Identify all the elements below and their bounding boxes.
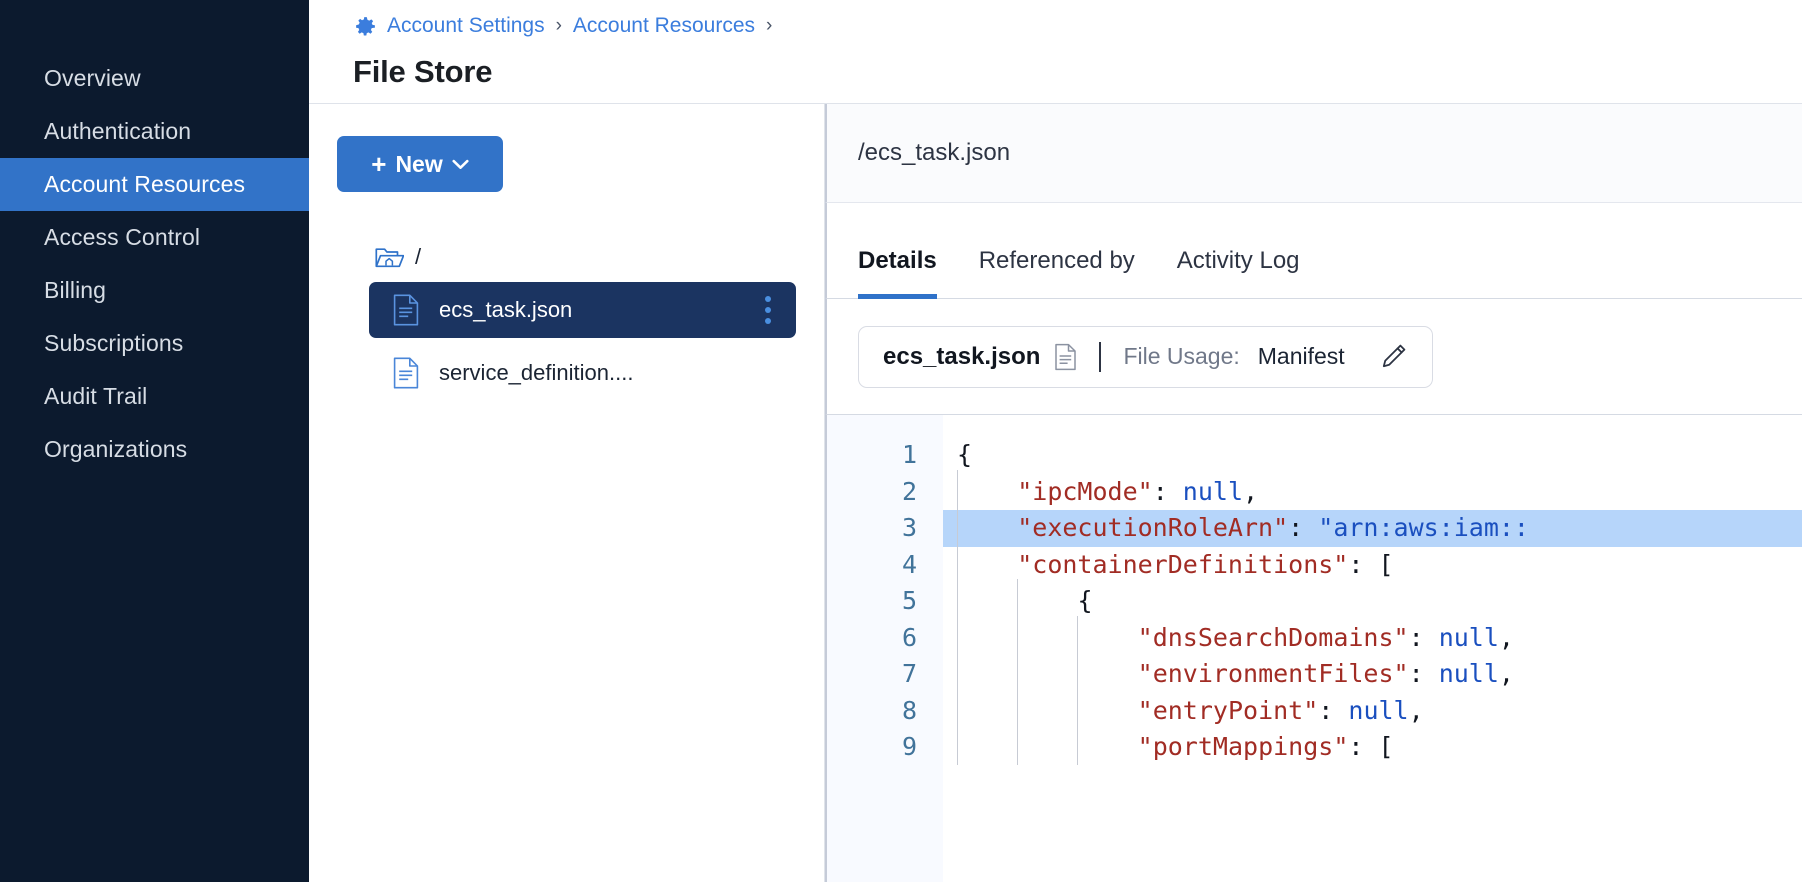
code-line: {	[957, 440, 973, 469]
sidebar-item-authentication[interactable]: Authentication	[0, 105, 309, 158]
sidebar-item-label: Access Control	[44, 224, 201, 250]
code-line: {	[943, 579, 1802, 620]
sidebar-item-audit-trail[interactable]: Audit Trail	[0, 370, 309, 423]
line-number: 9	[901, 732, 917, 761]
new-button[interactable]: + New	[337, 136, 503, 192]
code-line: "entryPoint": null,	[943, 688, 1802, 730]
sidebar-item-label: Account Resources	[44, 171, 246, 197]
pencil-icon[interactable]	[1359, 342, 1408, 371]
file-usage-section: ecs_task.json File Usage: Manifest	[825, 299, 1802, 414]
chevron-down-icon	[452, 159, 469, 170]
detail-path-text: /ecs_task.json	[858, 139, 1011, 166]
tree-file-list: ecs_task.json service_definition....	[337, 282, 824, 401]
sidebar-item-organizations[interactable]: Organizations	[0, 423, 309, 476]
breadcrumb-separator-trailing: ›	[766, 15, 773, 36]
detail-path-bar: /ecs_task.json	[825, 104, 1802, 203]
file-json-icon	[393, 294, 419, 326]
tree-root-folder[interactable]: /	[337, 239, 824, 275]
sidebar-item-billing[interactable]: Billing	[0, 264, 309, 317]
breadcrumb-link-account-resources[interactable]: Account Resources	[572, 14, 756, 37]
file-tree-panel: + New	[309, 104, 825, 882]
code-line: "portMappings": [	[943, 725, 1802, 766]
line-number: 7	[901, 659, 917, 688]
detail-tabs: Details Referenced by Activity Log	[825, 203, 1802, 299]
breadcrumb-link-account-settings[interactable]: Account Settings	[387, 14, 545, 37]
file-json-icon	[393, 357, 419, 389]
main-area: Account Settings › Account Resources › F…	[309, 0, 1802, 882]
tree-file-label: service_definition....	[439, 360, 634, 385]
line-number: 5	[901, 586, 917, 615]
kebab-menu-icon[interactable]	[758, 291, 778, 329]
line-number: 6	[901, 622, 917, 652]
usage-divider	[1099, 341, 1102, 372]
line-number: 8	[901, 695, 917, 725]
sidebar-item-label: Subscriptions	[44, 330, 184, 356]
page-title: File Store	[353, 54, 493, 89]
line-number: 1	[901, 440, 917, 469]
code-line: "dnsSearchDomains": null,	[943, 615, 1802, 657]
code-line: "environmentFiles": null,	[943, 652, 1802, 693]
file-tree: / ecs_task.json service_definition....	[337, 239, 824, 401]
usage-value: Manifest	[1257, 343, 1345, 369]
breadcrumb: Account Settings › Account Resources ›	[353, 6, 1802, 46]
line-number: 3	[901, 513, 917, 542]
tree-root-label: /	[415, 244, 422, 269]
usage-filename: ecs_task.json	[883, 342, 1041, 370]
document-icon	[1054, 343, 1077, 371]
detail-panel: /ecs_task.json Details Referenced by Activ…	[825, 104, 1802, 882]
tree-file-row[interactable]: ecs_task.json	[369, 282, 796, 338]
sidebar-item-access-control[interactable]: Access Control	[0, 211, 309, 264]
usage-label: File Usage:	[1123, 343, 1240, 369]
gear-icon	[353, 14, 378, 39]
line-number: 4	[901, 549, 917, 579]
breadcrumb-separator: ›	[555, 15, 562, 36]
sidebar-item-overview[interactable]: Overview	[0, 52, 309, 105]
tab-referenced-by[interactable]: Referenced by	[978, 247, 1135, 274]
plus-icon: +	[371, 149, 387, 179]
folder-home-icon	[374, 244, 404, 270]
sidebar-item-label: Audit Trail	[44, 383, 148, 409]
code-editor[interactable]: 1 2 3 4 5 6 7 8 9 { "ipcMode": null, "executionR…	[825, 414, 1802, 882]
tab-activity-log[interactable]: Activity Log	[1176, 247, 1300, 274]
code-line: "containerDefinitions": [	[943, 542, 1802, 584]
tab-details[interactable]: Details	[858, 247, 937, 299]
line-number: 2	[901, 476, 917, 506]
content-split: + New	[309, 104, 1802, 882]
page-header: Account Settings › Account Resources › F…	[309, 0, 1802, 104]
tree-file-label: ecs_task.json	[439, 297, 573, 322]
tree-file-row[interactable]: service_definition....	[369, 345, 796, 401]
file-usage-card: ecs_task.json File Usage: Manifest	[858, 325, 1433, 388]
sidebar-item-label: Billing	[44, 277, 107, 303]
editor-line-numbers: 1 2 3 4 5 6 7 8 9	[827, 415, 943, 882]
sidebar-item-label: Authentication	[44, 118, 192, 144]
sidebar-item-account-resources[interactable]: Account Resources	[0, 158, 309, 211]
code-line: "ipcMode": null,	[943, 469, 1802, 511]
sidebar-item-subscriptions[interactable]: Subscriptions	[0, 317, 309, 370]
code-line: "executionRoleArn": "arn:aws:iam::	[943, 506, 1802, 547]
new-button-label: New	[395, 150, 443, 177]
editor-code-area[interactable]: { "ipcMode": null, "executionRoleArn": "…	[943, 415, 1802, 882]
sidebar-item-label: Overview	[44, 65, 141, 91]
sidebar-item-label: Organizations	[44, 436, 188, 462]
